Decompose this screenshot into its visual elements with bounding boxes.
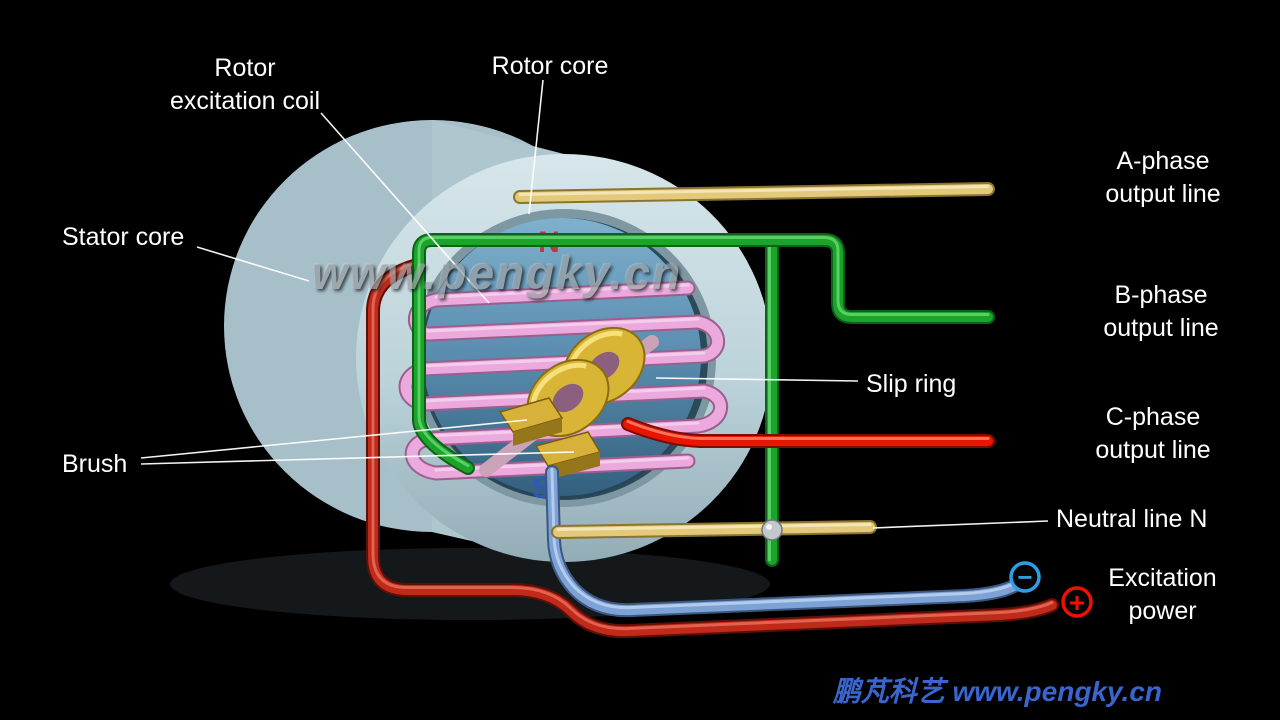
- leader-brush-2: [140, 451, 575, 465]
- label-slip-ring: Slip ring: [866, 370, 957, 398]
- excitation-positive-wire: [366, 259, 1059, 639]
- label-a-phase-output: A-phase output line: [1105, 147, 1221, 208]
- label-rotor-core: Rotor core: [491, 52, 609, 80]
- label-b-phase-output: B-phase output line: [1103, 281, 1219, 342]
- positive-terminal: +: [1061, 586, 1093, 618]
- leader-rotor-core: [528, 79, 544, 215]
- label-excitation-power: Excitation power: [1108, 564, 1217, 625]
- neutral-wire: [551, 519, 877, 541]
- leader-rotor-excitation-coil: [320, 112, 490, 304]
- c-phase-wire: [621, 417, 995, 448]
- b-phase-branch-wire: [765, 236, 779, 567]
- leader-neutral-line: [872, 520, 1049, 529]
- negative-terminal: −: [1009, 561, 1041, 593]
- footer-branding: 鹏芃科艺 www.pengky.cn: [832, 676, 1162, 707]
- label-stator-core: Stator core: [62, 223, 185, 251]
- leader-slip-ring: [655, 377, 859, 382]
- watermark-text: www.pengky.cn: [312, 247, 683, 299]
- leader-lines: [140, 79, 1049, 529]
- label-c-phase-output: C-phase output line: [1095, 403, 1211, 464]
- leader-stator-core: [196, 246, 310, 282]
- a-phase-wire: [513, 182, 995, 204]
- label-rotor-excitation-coil: Rotor excitation coil: [169, 54, 321, 115]
- plus-icon: +: [1069, 587, 1085, 618]
- minus-icon: −: [1017, 562, 1032, 592]
- excitation-negative-wire: [545, 465, 1023, 618]
- label-neutral-line: Neutral line N: [1056, 505, 1208, 533]
- neutral-junction-ball: [761, 519, 783, 541]
- leader-brush-1: [140, 419, 528, 459]
- label-brush: Brush: [62, 450, 128, 478]
- brushes: [498, 397, 602, 480]
